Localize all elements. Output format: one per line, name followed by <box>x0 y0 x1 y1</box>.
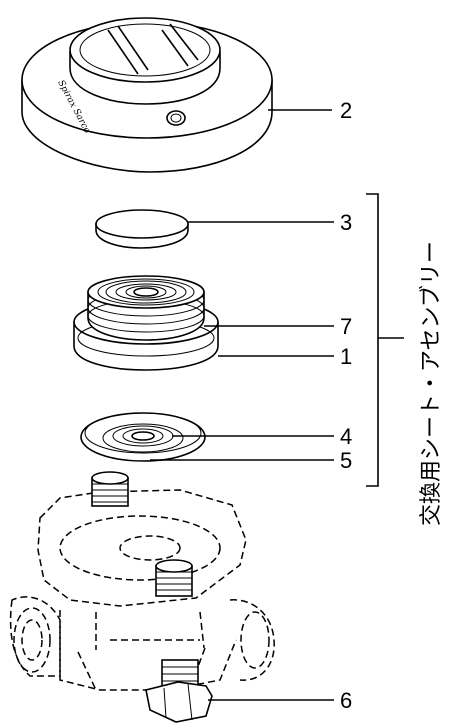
hex-plug-part-6 <box>145 659 213 723</box>
replacement-seat-assembly-label: 交換用シート・アセンブリー <box>419 241 444 526</box>
stud-upper <box>91 471 129 507</box>
disc-part-3 <box>95 209 189 249</box>
gasket-part-4-5 <box>80 412 206 462</box>
callout-5: 5 <box>340 448 352 473</box>
leader-lines <box>150 109 404 701</box>
cap-part-2: Spirax Sarco <box>21 17 273 173</box>
callout-3: 3 <box>340 210 352 235</box>
callout-6: 6 <box>340 688 352 713</box>
callout-1: 1 <box>340 344 352 369</box>
seat-part-1-7 <box>73 275 219 371</box>
stud-lower <box>155 559 193 597</box>
callout-7: 7 <box>340 314 352 339</box>
valve-body-dashed <box>9 489 275 691</box>
callout-4: 4 <box>340 424 352 449</box>
callout-2: 2 <box>340 98 352 123</box>
